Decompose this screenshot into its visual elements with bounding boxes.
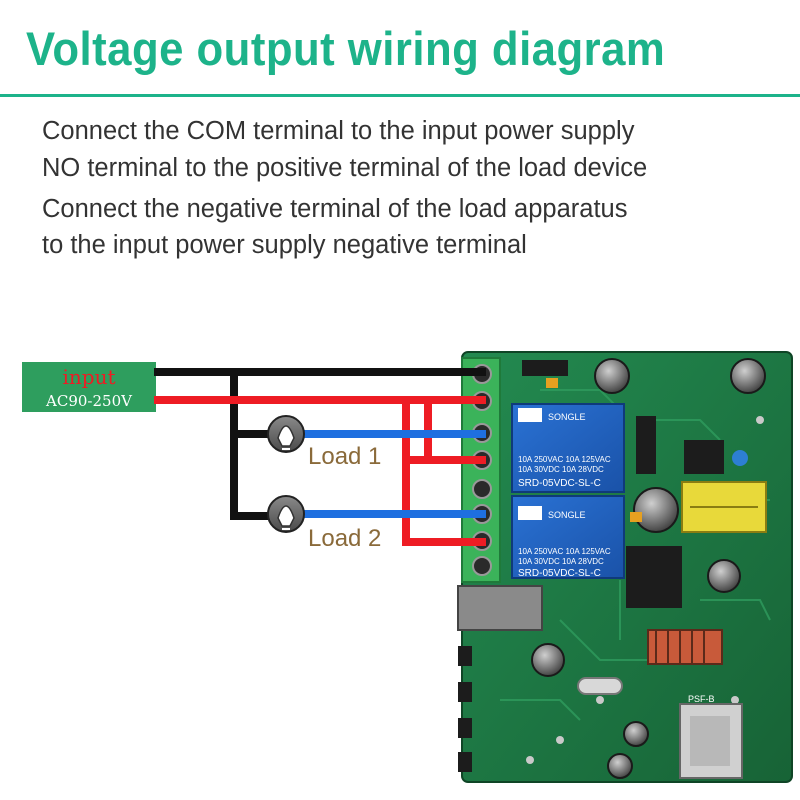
coil-icon xyxy=(647,629,723,665)
instruction-line-3: Connect the negative terminal of the loa… xyxy=(42,195,628,223)
relay-1-brand: SONGLE xyxy=(548,412,586,422)
board-components: PSF-B xyxy=(457,358,767,779)
wire-load xyxy=(302,430,486,518)
small-capacitor-icon xyxy=(546,378,558,388)
relay-1-rating-2: 10A 30VDC 10A 28VDC xyxy=(518,465,604,474)
load-1-bulb-icon xyxy=(267,415,305,453)
capacitor-blue-icon xyxy=(732,450,748,466)
relay-2-brand: SONGLE xyxy=(548,510,586,520)
relay-2-rating-1: 10A 250VAC 10A 125VAC xyxy=(518,547,611,556)
ic-chip-icon xyxy=(522,360,568,376)
title-underline xyxy=(0,94,800,97)
capacitor-icon xyxy=(531,358,766,779)
instruction-line-1: Connect the COM terminal to the input po… xyxy=(42,117,635,145)
relay-2: SONGLE 10A 250VAC 10A 125VAC 10A 30VDC 1… xyxy=(511,495,625,579)
terminal-block xyxy=(461,357,501,583)
crystal-icon xyxy=(577,677,623,695)
load-1-label: Load 1 xyxy=(308,443,381,470)
input-label: input xyxy=(63,365,116,389)
input-power-box: input AC90-250V xyxy=(22,362,156,412)
ic-chip-icon xyxy=(684,440,724,474)
input-voltage: AC90-250V xyxy=(45,392,133,410)
relay-1-rating-1: 10A 250VAC 10A 125VAC xyxy=(518,455,611,464)
push-buttons xyxy=(458,646,472,772)
page-title: Voltage output wiring diagram xyxy=(26,22,666,75)
relay-2-logo-icon xyxy=(518,506,542,520)
ic-chip-icon xyxy=(626,546,682,608)
relay-2-model: SRD-05VDC-SL-C xyxy=(518,568,601,579)
small-capacitor-icon xyxy=(630,512,642,522)
wifi-module: PSF-B xyxy=(679,694,743,779)
dc-jack-icon xyxy=(457,585,543,631)
relay-1-model: SRD-05VDC-SL-C xyxy=(518,478,601,489)
wire-negative xyxy=(154,368,486,520)
wire-positive xyxy=(154,396,486,546)
relay-1-logo-icon xyxy=(518,408,542,422)
load-2-bulb-icon xyxy=(267,495,305,533)
load-2-label: Load 2 xyxy=(308,525,381,552)
instruction-line-2: NO terminal to the positive terminal of … xyxy=(42,154,648,182)
module-label: PSF-B xyxy=(688,694,715,704)
ic-chip-icon xyxy=(636,416,656,474)
relay-2-rating-2: 10A 30VDC 10A 28VDC xyxy=(518,557,604,566)
relay-1: SONGLE 10A 250VAC 10A 125VAC 10A 30VDC 1… xyxy=(511,403,625,493)
instruction-line-4: to the input power supply negative termi… xyxy=(42,231,527,259)
